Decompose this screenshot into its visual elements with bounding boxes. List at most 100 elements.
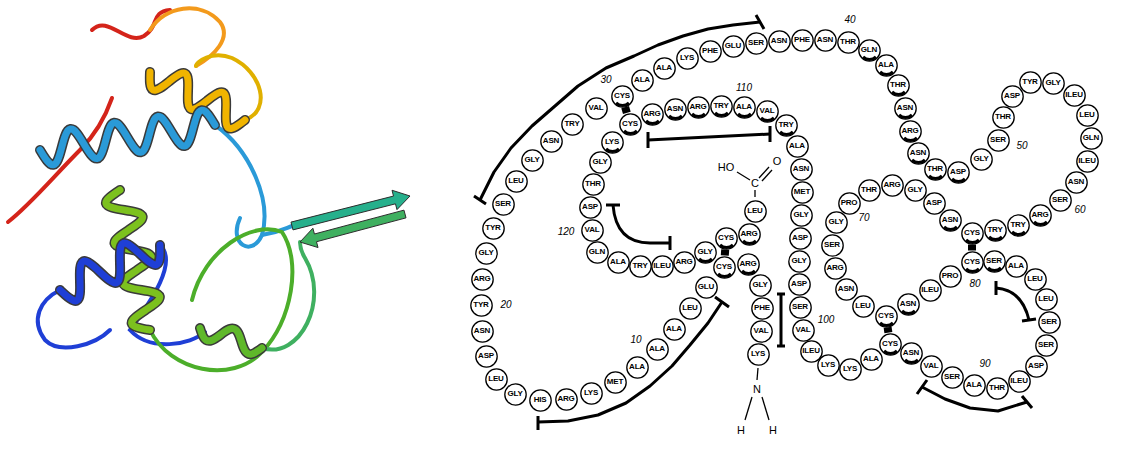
residue-ring [789,227,810,248]
residue-name: ASN [543,137,559,145]
residue-ring [939,265,960,286]
residue-circle: ASN [939,209,962,232]
residue-name: LEU [1038,295,1053,303]
residue-name: ARG [473,275,490,283]
residue-shade [899,114,912,117]
residue-name: SER [495,200,511,208]
residue-ring [629,255,650,276]
residue-name: CYS [716,263,732,271]
residue-ring [904,179,925,200]
residue-circle: ARG [1029,204,1052,227]
residue-ring [521,149,542,170]
residue-name: VAL [754,327,769,335]
residue-name: GLY [592,158,607,166]
residue-circle: ARG [641,103,664,126]
residue-ring [747,343,768,364]
residue-circle: SER [789,296,812,319]
helix-bracket [613,205,670,243]
bracket-tick [777,294,785,346]
residue-ring [582,173,603,194]
residue-shade [989,236,1002,239]
residue-ring [673,251,694,272]
residue-shade [905,359,918,362]
residue-ring [788,250,809,271]
bracket-tick [648,126,770,148]
residue-circle: ILEU [1008,370,1031,393]
residue-circle: SER [983,250,1006,273]
residue-ring [555,388,576,409]
bond-line [737,172,750,180]
residue-shade [616,102,629,105]
residue-ring [485,368,506,389]
residue-name: ASN [897,104,913,112]
ribbon-coil [92,10,170,38]
residue-ring [992,106,1013,127]
residue-shade [606,148,619,151]
residue-name: GLN [1083,134,1099,142]
residue-shade [966,239,979,242]
residue-circle: CYS [611,85,634,108]
residue-ring [987,129,1008,150]
bond-line [762,170,772,181]
residue-shade [743,240,756,243]
residue-name: ILEU [1065,91,1082,99]
residue-circle: CYS [619,113,642,136]
residue-ring [687,96,708,117]
residue-number: 100 [818,315,835,325]
bracket-tick [474,15,764,204]
residue-ring [963,374,984,395]
residue-name: GLY [524,156,539,164]
residue-circle: ILEU [919,279,942,302]
helix-bracket [538,302,722,422]
residue-ring [879,333,900,354]
residue-number: 90 [979,359,990,369]
residue-name: GLY [973,155,988,163]
ribbon-cartoon [8,8,410,370]
residue-circle: ASN [1065,171,1088,194]
residue-ring [961,222,982,243]
residue-circle: ILEU [651,255,674,278]
helix-shadow [200,328,262,354]
residue-name: SER [990,136,1006,144]
residue-circle: ASN [835,278,858,301]
residue-circle: ALA [626,356,649,379]
residue-ring [470,294,491,315]
residue-circle: GLY [475,242,498,265]
residue-shade [912,159,925,162]
residue-circle: ALA [646,338,669,361]
residue-name: GLN [861,46,877,54]
residue-name: SER [986,257,1002,265]
residue-circle: VAL [750,320,773,343]
residue-ring [941,366,962,387]
residue-ring [492,193,513,214]
residue-circle: ASP [923,192,946,215]
residue-ring [907,142,928,163]
residue-circle: ASP [947,161,970,184]
residue-name: SER [944,373,960,381]
residue-shade [880,322,893,325]
residue-circle: GLY [589,151,612,174]
residue-ring [737,253,758,274]
residue-ring [788,273,809,294]
residue-ring [561,113,582,134]
residue-circle: ALA [1005,255,1028,278]
residue-name: ASN [817,36,833,44]
residue-ring [814,29,835,50]
residue-ring [745,32,766,53]
residue-name: ALA [789,142,805,150]
residue-ring [961,251,982,272]
residue-ring [858,39,879,60]
residue-name: MET [794,188,810,196]
residue-ring [923,192,944,213]
residue-circle: ASN [894,97,917,120]
residue-ring [768,30,789,51]
atom-symbol: H [769,425,777,436]
residue-name: ARG [689,103,706,111]
ribbon-helix [60,243,160,301]
residue-name: ASN [771,37,787,45]
residue-name: TRY [713,102,728,110]
residue-circle: TRY [1007,214,1030,237]
residue-ring [1038,311,1059,332]
residue-ring [835,278,856,299]
residue-name: GLU [725,42,741,50]
